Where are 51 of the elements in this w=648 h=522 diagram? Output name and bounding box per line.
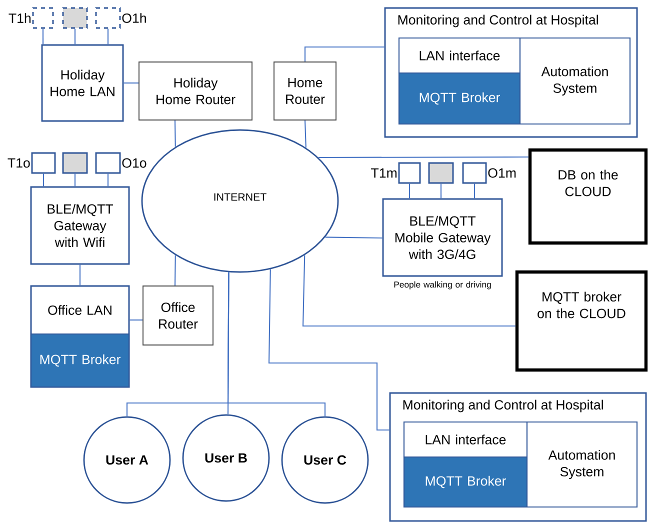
gateway-box: BLE/MQTT Mobile Gateway with 3G/4G [382, 198, 503, 277]
connector-line [107, 174, 109, 186]
connector-line [304, 46, 384, 62]
connector-line [440, 184, 442, 198]
connector-line [227, 272, 326, 416]
sensor-box [31, 152, 56, 174]
gateway-box: BLE/MQTT Gateway with Wifi [30, 186, 130, 265]
connector-line [318, 156, 528, 158]
router-box: Office Router [142, 286, 214, 346]
sensor-box [428, 162, 454, 184]
router-box: Holiday Home Router [138, 62, 252, 120]
broker-cell: MQTT Broker [398, 72, 521, 125]
connector-line [325, 236, 382, 239]
broker-box: MQTT Broker [30, 333, 130, 388]
router-box: Home Router [274, 62, 336, 120]
sensor-box [95, 152, 121, 174]
sensor-box [398, 162, 421, 184]
connector-line [107, 28, 109, 44]
connector-line [130, 319, 143, 321]
connector-line [124, 82, 139, 84]
interface-cell: LAN interface [398, 37, 521, 74]
sensor-label: O1h [122, 13, 146, 23]
connector-line [408, 184, 410, 198]
sensor-box [32, 7, 54, 29]
sensor-label: T1m [371, 168, 397, 178]
automation-cell: Automation System [526, 421, 638, 508]
connector-line [268, 269, 390, 431]
sensor-box [95, 7, 121, 29]
sensor-box [62, 152, 88, 174]
connector-line [74, 174, 76, 186]
connector-line [42, 174, 44, 186]
sensor-box [62, 7, 88, 29]
connector-line [474, 184, 476, 198]
connector-line [79, 264, 81, 286]
caption-text: People walking or driving [394, 281, 491, 290]
connector-line [174, 255, 176, 286]
connector-line [304, 120, 306, 148]
connector-line [174, 120, 176, 147]
automation-cell: Automation System [519, 37, 631, 125]
sensor-box [462, 162, 487, 184]
sensor-label: T1o [8, 158, 30, 168]
connector-line [302, 255, 516, 327]
cloud-service-box: DB on the CLOUD [528, 148, 648, 245]
connector-line [74, 28, 76, 44]
network-box: Holiday Home LAN [41, 44, 124, 122]
interface-cell: LAN interface [403, 421, 528, 458]
sensor-label: T1h [8, 13, 31, 23]
broker-cell: MQTT Broker [403, 456, 528, 508]
connector-line [42, 28, 44, 44]
cloud-service-box: MQTT broker on the CLOUD [515, 270, 648, 372]
sensor-label: O1m [488, 168, 516, 178]
